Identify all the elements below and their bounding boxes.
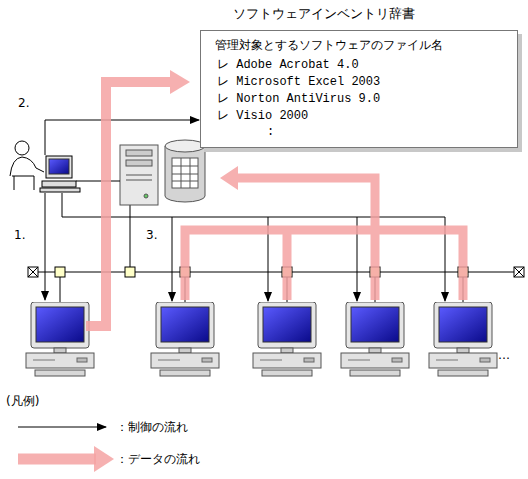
legend-sample	[18, 427, 106, 428]
legend-text: ：データの流れ	[116, 452, 200, 466]
client-pc	[151, 302, 219, 376]
network-bus	[28, 267, 38, 277]
control-flow	[76, 181, 120, 182]
data-flow	[283, 230, 292, 300]
database-cylinder	[165, 140, 205, 202]
bus-connector	[125, 267, 135, 277]
client-pc	[341, 302, 409, 376]
data-flow	[220, 166, 238, 190]
server	[126, 150, 152, 156]
legend-heading: (凡例)	[6, 394, 39, 408]
data-flow	[170, 70, 190, 94]
network-bus	[514, 267, 524, 277]
legend-sample	[18, 427, 114, 472]
network-drop	[60, 277, 61, 302]
bus-connector	[55, 267, 65, 277]
network-bus	[514, 267, 524, 277]
network-bus	[28, 267, 38, 277]
database-cylinder	[165, 146, 205, 202]
callout-number: 2.	[18, 96, 29, 110]
administrator	[15, 141, 29, 155]
administrator	[42, 181, 76, 187]
server	[144, 194, 148, 198]
file-name-item: レ Adobe Acrobat 4.0	[217, 58, 359, 72]
callout-number: 1.	[14, 228, 25, 242]
server	[120, 145, 158, 205]
dictionary-heading: 管理対象とするソフトウェアのファイル名	[215, 39, 443, 53]
file-name-item: レ Visio 2000	[217, 109, 308, 123]
control-flow	[172, 217, 173, 301]
control-flow	[62, 193, 445, 217]
dictionary-title: ソフトウェアインベントリ辞書	[233, 6, 415, 21]
server	[120, 145, 158, 205]
server	[126, 180, 152, 181]
database-cylinder	[181, 158, 182, 188]
data-flow	[236, 178, 375, 300]
administrator	[12, 176, 34, 190]
legend-sample	[94, 446, 114, 472]
file-name-item: レ Norton AntiVirus 9.0	[217, 92, 380, 106]
legend-text: ：制御の流れ	[116, 420, 188, 434]
database-cylinder	[172, 174, 198, 175]
database-cylinder	[172, 166, 198, 167]
administrator	[40, 188, 80, 192]
database-cylinder	[172, 181, 198, 182]
network-drop	[130, 205, 131, 267]
client-pc	[26, 302, 497, 376]
control-flow	[45, 120, 199, 155]
server	[126, 175, 152, 176]
administrator	[49, 159, 69, 174]
administrator	[10, 157, 44, 176]
data-flow	[185, 230, 463, 300]
administrator	[46, 156, 72, 178]
ellipsis-mark: …	[498, 348, 510, 362]
callout-number: 3.	[146, 228, 157, 242]
network-drop	[60, 205, 463, 302]
control-flow	[45, 193, 46, 300]
continuation-mark: :	[267, 125, 274, 139]
client-pc	[253, 302, 321, 376]
bus-connector	[55, 267, 468, 277]
client-pc	[26, 302, 94, 376]
database-cylinder	[190, 158, 191, 188]
legend-sample	[18, 454, 96, 465]
dictionary-box: ソフトウェアインベントリ辞書管理対象とするソフトウェアのファイル名レ Adobe…	[200, 30, 518, 148]
database-cylinder	[172, 158, 198, 188]
data-flow	[86, 82, 172, 326]
client-pc	[429, 302, 497, 376]
database-cylinder	[165, 140, 205, 152]
file-name-item: レ Microsoft Excel 2003	[217, 75, 380, 89]
server	[126, 160, 152, 166]
